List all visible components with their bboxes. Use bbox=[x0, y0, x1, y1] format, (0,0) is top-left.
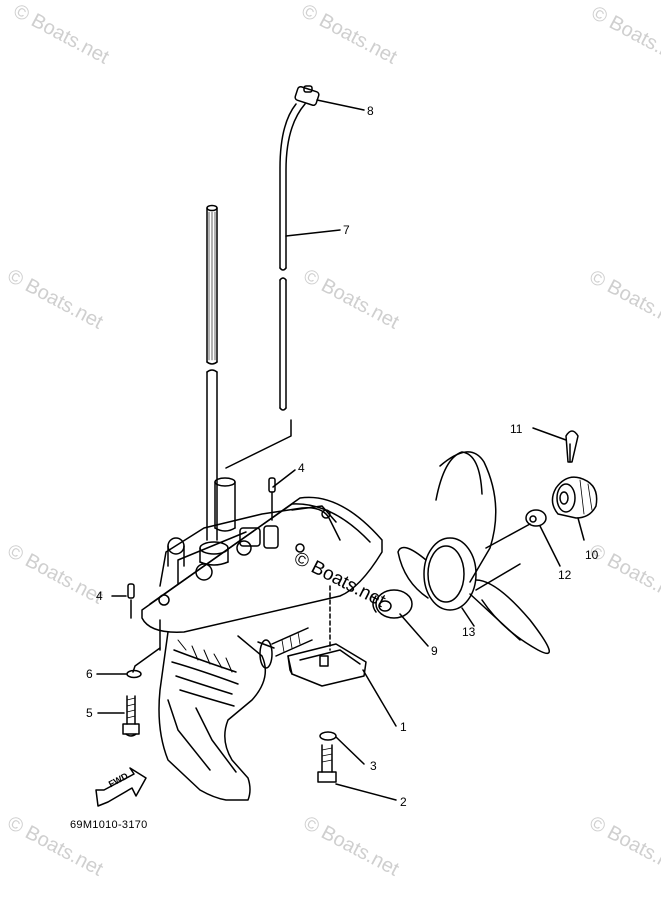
propeller-nut bbox=[551, 476, 598, 519]
rod-grommet bbox=[294, 85, 320, 107]
washer bbox=[126, 669, 142, 679]
anode bbox=[287, 643, 367, 687]
callout-13: 13 bbox=[462, 625, 476, 639]
callout-4: 4 bbox=[298, 461, 305, 475]
forward-arrow-icon bbox=[95, 767, 147, 807]
callout-7: 7 bbox=[343, 223, 350, 237]
water-tube-fitting bbox=[158, 477, 331, 606]
callout-5: 5 bbox=[86, 706, 93, 720]
callout-6: 6 bbox=[86, 667, 93, 681]
callout-2: 2 bbox=[400, 795, 407, 809]
propeller bbox=[397, 451, 550, 655]
thrust-washer bbox=[372, 589, 413, 619]
callout-4: 4 bbox=[96, 589, 103, 603]
dowel-pin bbox=[268, 477, 276, 521]
lower-unit-housing bbox=[158, 627, 313, 801]
cotter-pin bbox=[565, 430, 579, 463]
callout-8: 8 bbox=[367, 104, 374, 118]
diagram-code: 69M1010-3170 bbox=[70, 819, 148, 831]
callout-3: 3 bbox=[370, 759, 377, 773]
bolt bbox=[317, 744, 337, 783]
shift-rod bbox=[279, 103, 306, 411]
washer bbox=[319, 731, 337, 741]
bolt bbox=[122, 695, 140, 737]
propeller-washer bbox=[525, 509, 547, 527]
callout-9: 9 bbox=[431, 644, 438, 658]
callout-12: 12 bbox=[558, 568, 572, 582]
callout-1: 1 bbox=[400, 720, 407, 734]
callout-11: 11 bbox=[510, 422, 523, 436]
callout-10: 10 bbox=[585, 548, 599, 562]
dowel-pin bbox=[127, 583, 135, 619]
drive-shaft bbox=[206, 204, 218, 541]
